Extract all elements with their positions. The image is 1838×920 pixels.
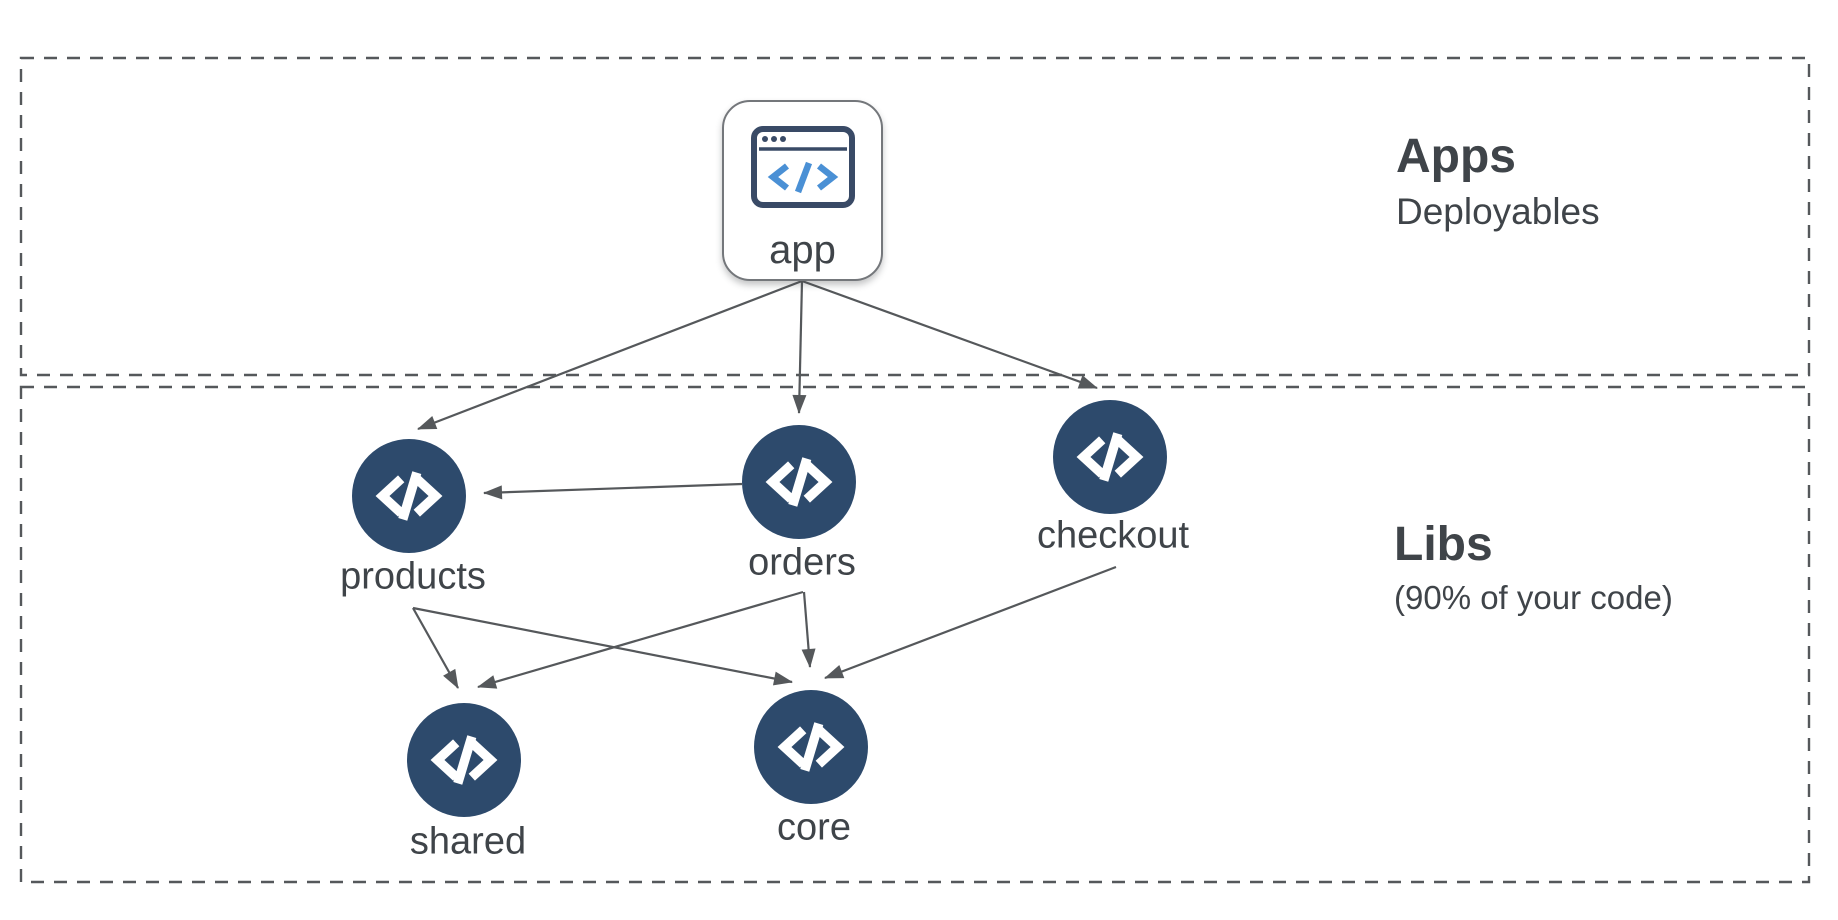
edge-orders-to-core [801,591,816,668]
edge-orders-to-products [483,482,743,500]
code-brackets-icon [1076,432,1144,482]
edge-checkout-to-core [824,565,1117,680]
code-brackets-icon [765,457,833,507]
code-brackets-icon [375,471,443,521]
apps-section-title: Apps [1396,130,1516,183]
edge-app-to-products [417,279,803,431]
node-products [352,439,466,553]
libs-section-box [19,385,1811,884]
dependency-edges [412,279,1117,689]
edge-app-to-checkout [801,279,1098,390]
node-products-label: products [340,555,486,598]
edge-app-to-orders [792,280,807,414]
edge-products-to-core [412,606,793,686]
node-app: app [722,100,883,281]
code-brackets-icon [430,735,498,785]
libs-section-title: Libs [1394,518,1493,571]
node-checkout-label: checkout [1036,514,1190,557]
code-brackets-icon [777,722,845,772]
node-core-label: core [777,806,851,849]
node-core [754,690,868,804]
node-shared-label: shared [409,820,527,863]
apps-section-header: Apps Deployables [1396,130,1600,233]
node-checkout [1053,400,1167,514]
node-shared [407,703,521,817]
apps-section-subtitle: Deployables [1396,190,1600,232]
edge-products-to-shared [412,607,459,689]
browser-window-code-icon [750,126,855,208]
edge-orders-to-shared [477,590,804,689]
libs-section-header: Libs (90% of your code) [1394,518,1673,617]
node-orders-label: orders [748,541,856,584]
node-orders [742,425,856,539]
libs-section-subtitle: (90% of your code) [1394,578,1673,616]
apps-section-box [19,56,1811,377]
node-app-label: app [769,228,836,272]
